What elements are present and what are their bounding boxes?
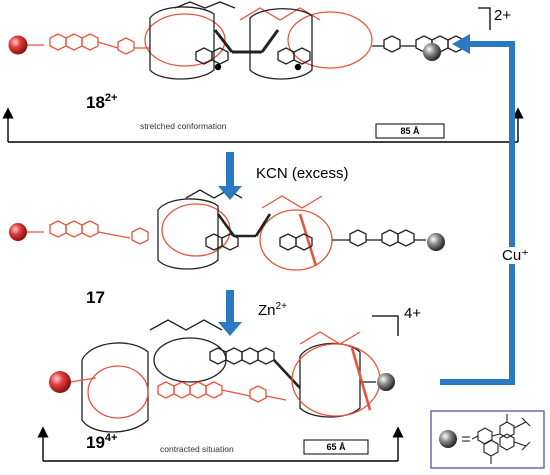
reaction-arrow-cu-loop [440, 34, 515, 385]
contracted-distance-bar [37, 426, 404, 462]
charge-bracket-top [478, 7, 491, 30]
distance-label-85: 85 Å [400, 126, 420, 136]
red-sphere-stopper [49, 371, 71, 393]
axle-left-18 [25, 7, 373, 69]
grey-sphere-stopper [377, 373, 395, 391]
stretched-distance-bar [2, 107, 524, 143]
red-sphere-stopper [8, 35, 28, 55]
compound-label-18: 182+ [86, 92, 118, 112]
molecule-17 [9, 189, 445, 271]
reagent-cu: Cu⁺ [500, 247, 532, 264]
grey-sphere-stopper [423, 43, 441, 61]
compound-label-19: 194+ [86, 432, 118, 452]
caption-contracted: contracted situation [160, 444, 234, 454]
charge-label-bottom: 4+ [404, 305, 422, 322]
grey-sphere-stopper [427, 233, 445, 251]
molecule-18 [8, 1, 465, 80]
distance-label-65: 65 Å [326, 442, 346, 452]
charge-label-top: 2+ [494, 7, 512, 24]
reaction-arrow-zn [218, 290, 242, 336]
axle-left-17 [22, 195, 333, 271]
reagent-zn: Zn2+ [258, 301, 287, 319]
red-sphere-stopper [9, 223, 27, 241]
tetraarylmethane-stopper [462, 414, 531, 464]
compound-label-17: 17 [86, 288, 105, 307]
caption-stretched: stretched conformation [140, 121, 227, 131]
charge-bracket-bottom [372, 315, 399, 336]
ring-system-19 [81, 319, 376, 433]
ring-system-17 [157, 189, 426, 270]
reaction-arrow-kcn [218, 152, 242, 200]
metal-ion [214, 63, 222, 71]
ring-system-18 [149, 1, 465, 80]
legend-box [430, 410, 545, 469]
metal-ion [294, 63, 302, 71]
molecule-19 [49, 319, 395, 433]
reagent-kcn: KCN (excess) [256, 165, 349, 182]
grey-sphere-stopper [439, 430, 457, 448]
axle-red-19 [69, 331, 381, 419]
